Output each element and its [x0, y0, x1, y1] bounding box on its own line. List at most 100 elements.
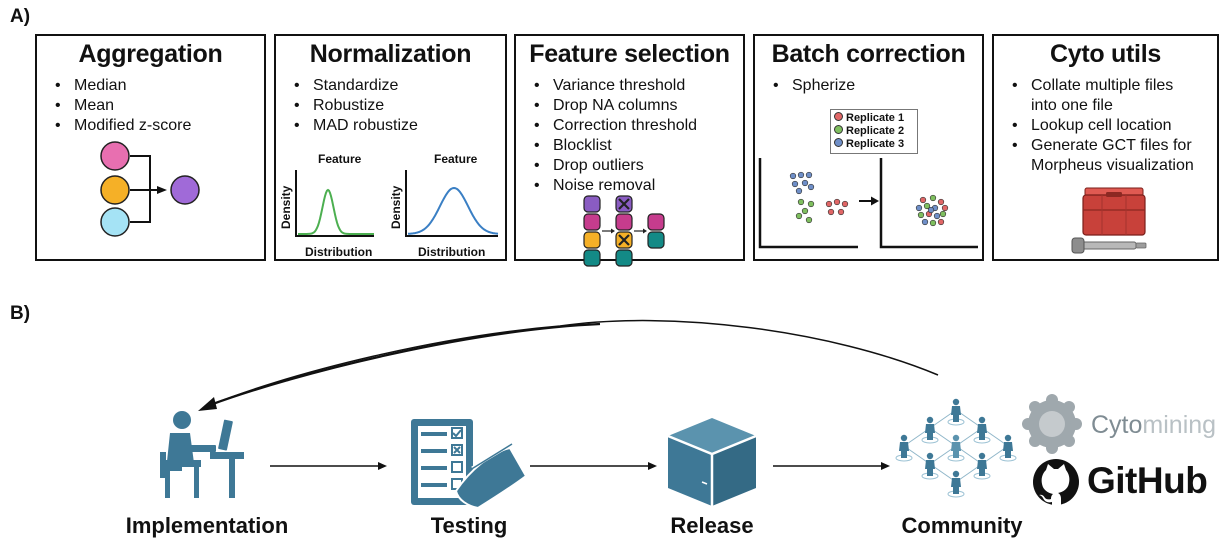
legend-dot	[834, 138, 843, 147]
feedback-arrow	[209, 319, 939, 406]
person-icon	[895, 434, 913, 462]
person-icon	[999, 434, 1017, 462]
section-a-label: A)	[10, 6, 31, 27]
list-item: Standardize	[294, 76, 418, 96]
bullet-list: Standardize Robustize MAD robustize	[294, 76, 418, 136]
scatter-point	[915, 204, 923, 212]
cytomining-gear-icon	[1022, 394, 1082, 454]
github-octocat-icon	[1033, 459, 1079, 508]
section-b-label: B)	[10, 303, 31, 324]
toolbox-icon	[1071, 187, 1147, 254]
replicate-legend: Replicate 1 Replicate 2 Replicate 3	[830, 109, 918, 154]
scatter-point	[827, 208, 835, 216]
panel-title: Cyto utils	[1050, 40, 1161, 68]
list-item: Variance threshold	[534, 76, 697, 96]
scatter-point	[933, 212, 941, 220]
panel-title: Feature selection	[529, 40, 730, 68]
scatter-point	[921, 218, 929, 226]
legend-item: Replicate 1	[834, 112, 914, 125]
github-logo-text: GitHub	[1087, 460, 1208, 501]
stage-label-release: Release	[670, 513, 754, 538]
scatter-point	[923, 202, 931, 210]
wide-distribution-curve	[407, 186, 499, 235]
scatter-point	[795, 212, 803, 220]
person-icon	[947, 470, 965, 498]
scatter-point	[791, 180, 799, 188]
scatter-point	[805, 216, 813, 224]
list-item: Blocklist	[534, 136, 697, 156]
scatter-point	[937, 198, 945, 206]
scatter-point	[825, 200, 833, 208]
orange-circle	[100, 175, 130, 205]
aggregation-panel: Aggregation Median Mean Modified z-score	[35, 34, 266, 261]
feature-selection-diagram	[583, 195, 665, 267]
batch-correction-plots	[758, 158, 978, 249]
checklist-clipboard-icon	[411, 419, 528, 510]
package-box-icon	[667, 418, 757, 506]
list-item: Noise removal	[534, 176, 697, 196]
list-item: Drop NA columns	[534, 96, 697, 116]
stage-label-community: Community	[901, 513, 1023, 538]
stage-label-implementation: Implementation	[125, 513, 289, 538]
scatter-point	[807, 183, 815, 191]
community-network-icon	[895, 398, 1017, 498]
scatter-point	[797, 171, 805, 179]
list-item: Robustize	[294, 96, 418, 116]
scatter-point	[801, 207, 809, 215]
cyan-circle	[100, 207, 130, 237]
person-icon	[947, 434, 965, 462]
list-item: Mean	[55, 96, 191, 116]
person-icon	[921, 452, 939, 480]
list-item: Correction threshold	[534, 116, 697, 136]
scatter-point	[929, 194, 937, 202]
stage-label-testing: Testing	[430, 513, 508, 538]
legend-dot	[834, 112, 843, 121]
normalization-plots	[295, 170, 499, 237]
aggregation-diagram	[100, 141, 200, 237]
feature-selection-panel: Feature selection Variance threshold Dro…	[514, 34, 745, 267]
cytomining-logo-text: Cytomining	[1091, 411, 1217, 439]
bullet-list: Median Mean Modified z-score	[55, 76, 191, 136]
plot-xlabel: Distribution	[305, 245, 373, 259]
scatter-point	[941, 204, 949, 212]
list-item: Lookup cell location	[1012, 116, 1194, 136]
list-item: Drop outliers	[534, 156, 697, 176]
plot-title: Feature	[318, 152, 362, 166]
scatter-point	[789, 172, 797, 180]
scatter-point	[937, 218, 945, 226]
scatter-point	[917, 211, 925, 219]
narrow-distribution-curve	[298, 188, 374, 235]
list-item: Median	[55, 76, 191, 96]
batch-correction-panel: Batch correction Spherize Replicate 1 Re…	[753, 34, 984, 261]
scatter-point	[929, 219, 937, 227]
list-item: MAD robustize	[294, 116, 418, 136]
scatter-point	[939, 210, 947, 218]
scatter-point	[837, 208, 845, 216]
person-icon	[947, 398, 965, 426]
panel-title: Aggregation	[78, 40, 223, 68]
developer-at-desk-icon	[160, 411, 244, 498]
plot-xlabel: Distribution	[418, 245, 486, 259]
legend-item: Replicate 3	[834, 138, 914, 151]
scatter-point	[833, 198, 841, 206]
person-icon	[973, 416, 991, 444]
feedback-arrowhead	[198, 397, 217, 411]
list-item: Spherize	[773, 76, 855, 96]
scatter-point	[797, 198, 805, 206]
list-item: Modified z-score	[55, 116, 191, 136]
scatter-point	[795, 187, 803, 195]
normalization-panel: Normalization Standardize Robustize MAD …	[274, 34, 507, 261]
bullet-list: Variance threshold Drop NA columns Corre…	[534, 76, 697, 196]
bullet-list: Spherize	[773, 76, 855, 96]
plot-title: Feature	[434, 152, 478, 166]
scatter-before	[789, 171, 849, 224]
purple-circle	[170, 175, 200, 205]
person-icon	[973, 452, 991, 480]
scatter-point	[927, 206, 935, 214]
legend-dot	[834, 125, 843, 134]
pink-circle	[100, 141, 130, 171]
scatter-point	[807, 200, 815, 208]
